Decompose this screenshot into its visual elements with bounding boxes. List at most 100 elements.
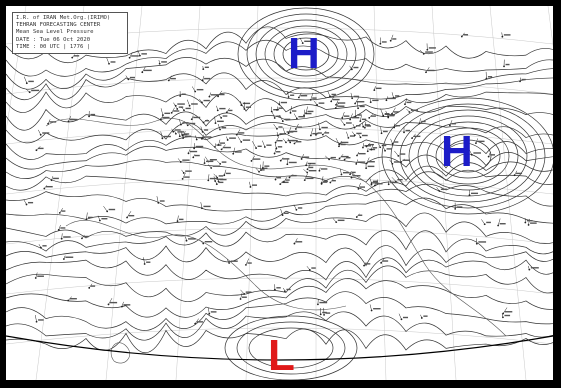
station-plot [294, 123, 302, 130]
isobar [6, 265, 553, 302]
isobar [6, 183, 553, 212]
station-plot [274, 176, 282, 181]
station-plot [177, 158, 190, 163]
isobar-lines [6, 7, 553, 380]
station-plot [321, 130, 330, 136]
latitude-line [6, 277, 553, 295]
isobar [6, 145, 553, 170]
isobar [6, 197, 553, 225]
station-plot [519, 77, 526, 83]
station-plot [349, 65, 359, 71]
station-plot [313, 100, 325, 106]
closed-isobar [399, 109, 537, 203]
latitude-line [6, 77, 553, 95]
station-plot [487, 151, 496, 158]
station-plot [252, 140, 262, 149]
station-plot [67, 296, 77, 302]
station-plot [207, 174, 217, 182]
station-plot [191, 86, 204, 93]
station-plot [120, 301, 131, 308]
isobar [6, 291, 553, 331]
closed-isobar [390, 103, 546, 209]
coastline [45, 118, 507, 364]
station-plot [352, 123, 361, 129]
station-plot [305, 161, 316, 167]
pressure-map [6, 6, 553, 380]
station-plot [213, 173, 224, 179]
station-plot [293, 113, 305, 120]
station-plot [349, 113, 360, 121]
station-plot [279, 180, 289, 186]
station-plot [325, 155, 336, 161]
station-plot [88, 283, 96, 289]
station-plot [216, 160, 227, 165]
station-plot [194, 135, 205, 141]
station-plot [411, 133, 421, 140]
station-plot [282, 138, 295, 144]
station-plot [141, 66, 152, 74]
isobar [6, 119, 553, 144]
station-plot [378, 143, 387, 149]
station-plot [306, 266, 316, 271]
station-plot [350, 92, 360, 100]
isobar [6, 278, 553, 318]
station-plot [260, 164, 268, 172]
isobar [6, 212, 553, 244]
station-plot [362, 143, 371, 149]
station-plot [107, 298, 118, 306]
station-plot [332, 218, 345, 224]
station-plot [293, 204, 303, 211]
station-plot [387, 114, 395, 119]
station-plot [391, 107, 400, 115]
station-plot [128, 52, 139, 59]
longitude-line [373, 6, 387, 380]
station-plot [223, 169, 231, 177]
station-plot [143, 257, 151, 265]
station-plot [185, 236, 196, 242]
station-plot [180, 106, 191, 112]
station-plot [214, 116, 224, 125]
station-plot [57, 224, 66, 231]
station-plot [173, 102, 185, 107]
station-plot [283, 287, 291, 293]
station-plot [468, 148, 481, 156]
station-plot [58, 208, 66, 214]
station-plot [187, 149, 198, 155]
isobar [6, 26, 553, 64]
station-plot [181, 169, 192, 174]
station-plot [35, 146, 44, 152]
isobar [6, 257, 553, 281]
station-plot [400, 158, 411, 163]
closed-isobar [237, 7, 375, 101]
station-plot [373, 86, 382, 92]
station-plot [355, 159, 366, 165]
station-plot [106, 57, 116, 65]
station-plot [25, 88, 40, 94]
isobar [6, 311, 553, 341]
closed-isobar [255, 19, 357, 89]
header-center: TEHRAN FORECASTING CENTER [16, 22, 101, 29]
station-plot [199, 240, 213, 245]
station-plot [208, 307, 217, 315]
header-time: TIME : 00 UTC | 1776 | [16, 43, 91, 50]
station-plot [156, 196, 165, 204]
isobar [6, 133, 553, 160]
isobar [6, 159, 553, 183]
station-plot [249, 181, 258, 188]
station-plot [303, 109, 312, 117]
station-plot [60, 233, 71, 240]
header-product: Mean Sea Level Pressure [16, 29, 94, 36]
station-plot [297, 92, 308, 99]
station-plot [214, 143, 222, 148]
closed-isobar [417, 121, 519, 191]
station-plot [23, 199, 34, 206]
station-plot [278, 114, 291, 123]
closed-isobar [408, 115, 528, 197]
closed-isobar [435, 133, 501, 179]
station-plot [357, 182, 365, 190]
station-plot [190, 115, 201, 121]
station-plot [346, 131, 355, 139]
station-plot [358, 133, 368, 139]
station-plot [389, 159, 400, 165]
station-plot [187, 99, 198, 107]
